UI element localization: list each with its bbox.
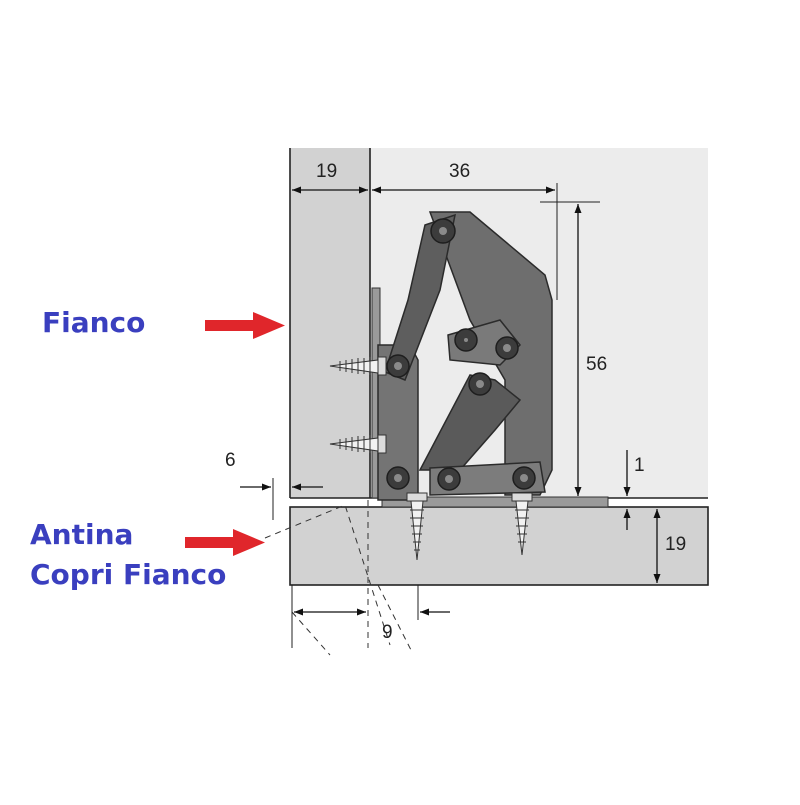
dim-gap [615,450,690,530]
hinge-mechanism [377,211,553,501]
dim-door-thickness [653,509,708,586]
door-screws [406,492,533,561]
label-copri-fianco: Copri Fianco [30,558,227,591]
dim-label-offset: 6 [225,450,236,471]
side-panel [290,148,370,498]
dim-offset [240,478,323,520]
door-panel [289,506,709,586]
arrow-antina [185,529,265,556]
dim-label-hinge-width: 36 [449,161,470,182]
door-swing-lines [264,500,413,656]
door-mounting-plate [381,496,609,508]
arrow-fianco [205,312,285,339]
dim-swing [291,585,450,648]
dim-label-side-thickness: 19 [316,161,337,182]
dim-label-door-thickness: 19 [665,534,686,555]
dim-hinge-height [540,201,600,496]
label-antina: Antina [30,518,134,551]
side-screws [329,356,387,454]
dim-label-swing: 9 [382,622,393,643]
dim-label-gap: 1 [634,455,645,476]
label-fianco: Fianco [42,306,146,339]
dim-label-hinge-height: 56 [586,354,607,375]
